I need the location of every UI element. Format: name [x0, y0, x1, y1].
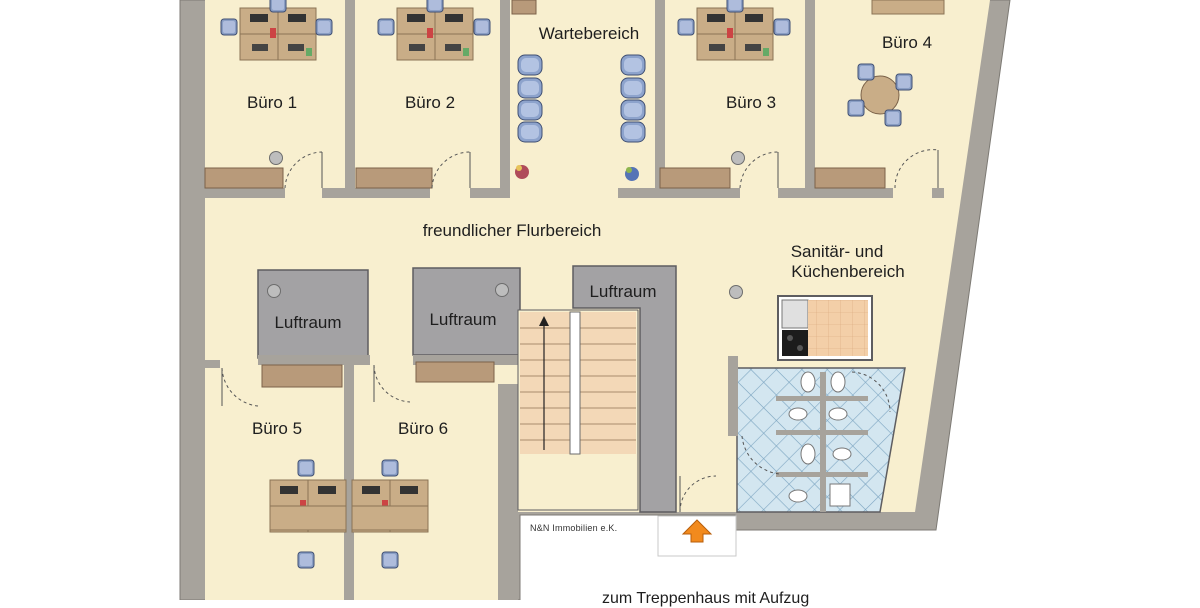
round-table-icon	[847, 63, 913, 127]
desk-office-1	[239, 7, 317, 61]
void-3	[572, 265, 677, 513]
staircase	[520, 311, 636, 455]
office-2-label: Büro 2	[404, 93, 456, 112]
void-3-label: Luftraum	[589, 282, 657, 301]
sanitary-label-line2: Küchenbereich	[791, 262, 905, 281]
office-6-label: Büro 6	[397, 419, 449, 438]
desk-office-2	[396, 7, 474, 61]
stove-icon	[782, 330, 808, 356]
plant-icon	[515, 165, 639, 181]
hallway-label: freundlicher Flurbereich	[422, 221, 602, 240]
desk-office-3	[696, 7, 774, 61]
sanitary-label-line1: Sanitär- und	[790, 242, 884, 261]
office-3-label: Büro 3	[725, 93, 777, 112]
office-4-label: Büro 4	[881, 33, 933, 52]
entrance-arrow-icon	[681, 519, 713, 543]
footer-caption: zum Treppenhaus mit Aufzug	[602, 590, 810, 607]
void-2	[412, 267, 521, 356]
office-1-label: Büro 1	[246, 93, 298, 112]
office-5-label: Büro 5	[251, 419, 303, 438]
copyright-text: N&N Immobilien e.K.	[530, 523, 618, 533]
waiting-area-label: Wartebereich	[538, 24, 640, 43]
void-2-label: Luftraum	[429, 310, 497, 329]
void-1-label: Luftraum	[274, 313, 342, 332]
toilet-icon	[788, 371, 852, 507]
